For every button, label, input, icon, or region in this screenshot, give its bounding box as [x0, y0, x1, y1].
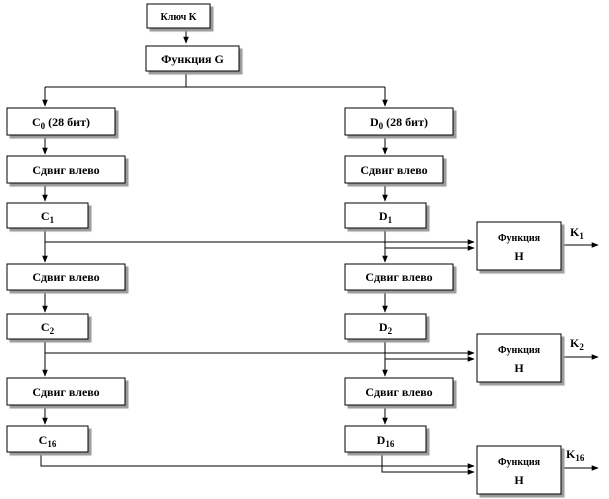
arrow-c16-to-h16 [40, 452, 475, 469]
d16-box: D16 [344, 425, 427, 453]
function-h-label: Функция [498, 457, 541, 468]
d2-label: D2 [379, 320, 393, 336]
d0-label: D0 (28 бит) [370, 115, 428, 131]
c0-box: C0 (28 бит) [6, 107, 116, 136]
shift-left-label: Сдвиг влево [32, 163, 99, 177]
function-h-box-2: Функция H [476, 333, 562, 383]
shift-left-box-d-2: Сдвиг влево [344, 263, 454, 291]
function-h-label: Функция [498, 345, 541, 356]
shift-left-label: Сдвиг влево [32, 385, 99, 399]
connectors [40, 28, 599, 475]
c1-label: C1 [41, 209, 55, 225]
shift-left-label: Сдвиг влево [365, 270, 432, 284]
c0-label: C0 (28 бит) [32, 115, 90, 131]
shift-left-box-c-1: Сдвиг влево [6, 155, 126, 184]
shift-left-box-c-3: Сдвиг влево [6, 377, 126, 406]
function-h-label: Функция [498, 233, 541, 244]
shift-left-box-d-1: Сдвиг влево [344, 155, 444, 184]
d2-box: D2 [344, 313, 427, 340]
k1-label: K1 [570, 225, 584, 241]
k2-label: K2 [570, 336, 584, 352]
key-box: Ключ K [146, 3, 211, 29]
c16-label: C16 [39, 433, 57, 449]
d0-box: D0 (28 бит) [344, 107, 454, 136]
c2-label: C2 [41, 320, 55, 336]
shift-left-box-d-3: Сдвиг влево [344, 377, 454, 406]
arrow-d16-to-h16 [381, 452, 475, 475]
shift-left-label: Сдвиг влево [32, 270, 99, 284]
key-box-label: Ключ K [160, 12, 196, 23]
function-h-label: H [514, 361, 524, 375]
shift-left-label: Сдвиг влево [360, 163, 427, 177]
k16-label: K16 [566, 447, 585, 463]
function-h-box-1: Функция H [476, 221, 562, 271]
function-g-box: Функция G [145, 45, 240, 72]
shift-left-label: Сдвиг влево [365, 385, 432, 399]
function-h-label: H [514, 473, 524, 487]
c16-box: C16 [6, 425, 89, 453]
d16-label: D16 [377, 433, 395, 449]
function-h-box-16: Функция H [476, 445, 562, 495]
d1-box: D1 [344, 202, 427, 229]
shift-left-box-c-2: Сдвиг влево [6, 263, 126, 291]
c2-box: C2 [6, 313, 89, 340]
d1-label: D1 [379, 209, 393, 225]
function-g-label: Функция G [161, 52, 224, 66]
function-h-label: H [514, 249, 524, 263]
c1-box: C1 [6, 202, 89, 229]
